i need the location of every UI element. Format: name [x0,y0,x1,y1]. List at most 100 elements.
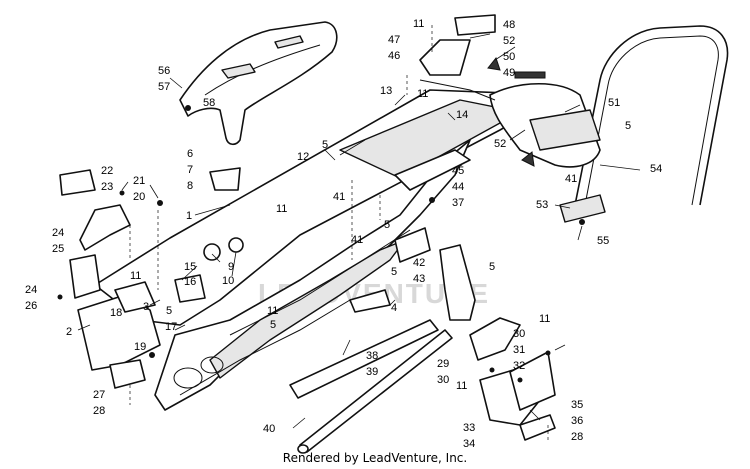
tunnel-hole-2 [200,356,224,374]
callout-7: 7 [187,164,193,176]
bolt-37 [429,197,435,203]
callout-23: 23 [101,181,113,193]
vent-35 [509,351,556,411]
callout-labels: 1 2 3 4 5 5 5 5 5 5 5 6 7 8 9 10 11 11 1… [25,18,662,450]
seat-logo [274,35,304,49]
callout-56: 56 [158,65,170,77]
callout-46: 46 [388,50,400,62]
grommet-9 [203,243,221,261]
callout-47: 47 [388,34,400,46]
tunnel-lower-rib [179,299,351,396]
right-side-parts [429,197,585,441]
callout-22: 22 [101,165,113,177]
callout-20: 20 [133,191,145,203]
callout-55: 55 [597,235,609,247]
callout-6: 6 [187,148,193,160]
foot-36 [519,414,556,441]
tunnel-rib-line [229,229,411,336]
callout-25: 25 [52,243,64,255]
callout-57: 57 [158,81,170,93]
plate-27 [109,359,146,389]
bracket-3 [114,281,156,313]
callout-37: 37 [452,197,464,209]
module-16 [174,274,206,303]
callout-2: 2 [66,326,72,338]
taillight-bracket [419,39,471,76]
callout-24a: 24 [52,227,64,239]
callout-4: 4 [391,302,397,314]
callout-14: 14 [456,109,468,121]
tail-support [419,79,496,101]
seat-cushion [179,21,338,146]
seat-assembly [179,21,338,146]
callout-30b: 30 [437,374,449,386]
callout-39: 39 [366,366,378,378]
callout-45: 45 [452,165,464,177]
tunnel-assembly [94,89,561,411]
callout-18: 18 [110,307,122,319]
callout-24b: 24 [25,284,37,296]
callout-29: 29 [437,358,449,370]
rod-end [297,444,309,454]
callout-31: 31 [513,344,525,356]
callout-30a: 30 [513,328,525,340]
tunnel-decal [394,149,471,191]
toe-hold-25 [69,254,101,299]
callout-38: 38 [366,350,378,362]
callout-42: 42 [413,257,425,269]
callout-8: 8 [187,180,193,192]
bracket-24 [79,204,131,251]
callout-9: 9 [228,261,234,273]
callout-52b: 52 [494,138,506,150]
callout-27: 27 [93,389,105,401]
callout-5d: 5 [489,261,495,273]
callout-13: 13 [380,85,392,97]
callout-34: 34 [463,438,475,450]
callout-11f: 11 [539,313,550,325]
callout-50: 50 [503,51,515,63]
callout-5b: 5 [625,120,631,132]
callout-3: 3 [143,301,149,313]
nut-26 [57,294,63,300]
screw-58 [185,105,191,111]
flap-arrow [521,151,535,167]
callout-11c: 11 [276,203,287,215]
rear-bumper-assembly [559,25,729,223]
callout-49: 49 [503,67,515,79]
lower-rails [289,227,476,454]
callout-11d: 11 [130,270,141,282]
nut-32 [517,377,523,383]
callout-5a: 5 [322,139,328,151]
dashed-guides [129,25,549,440]
callout-10: 10 [222,275,234,287]
callout-11a: 11 [413,18,424,30]
callout-21: 21 [133,175,145,187]
grommet-10 [228,237,244,253]
panel-29 [469,317,521,361]
callout-58: 58 [203,97,215,109]
callout-41c: 41 [565,173,577,185]
callout-11b: 11 [417,88,428,100]
callout-41b: 41 [351,234,363,246]
flap-strip [514,71,546,79]
left-side-parts [57,105,244,389]
callout-53: 53 [536,199,548,211]
callout-5g: 5 [391,266,397,278]
callout-54: 54 [650,163,662,175]
callout-5e: 5 [166,305,172,317]
callout-28a: 28 [93,405,105,417]
callout-11e: 11 [267,305,278,317]
seat-seam [204,44,321,96]
callout-17: 17 [165,321,177,333]
callout-32: 32 [513,360,525,372]
callout-12: 12 [297,151,309,163]
callout-5f: 5 [270,319,276,331]
callout-35: 35 [571,399,583,411]
footer-credit: Rendered by LeadVenture, Inc. [282,451,468,465]
light-housing [454,14,496,36]
rail-38 [289,319,439,399]
bolt-20 [157,200,163,206]
callout-43: 43 [413,273,425,285]
bumper-tube [574,25,729,206]
